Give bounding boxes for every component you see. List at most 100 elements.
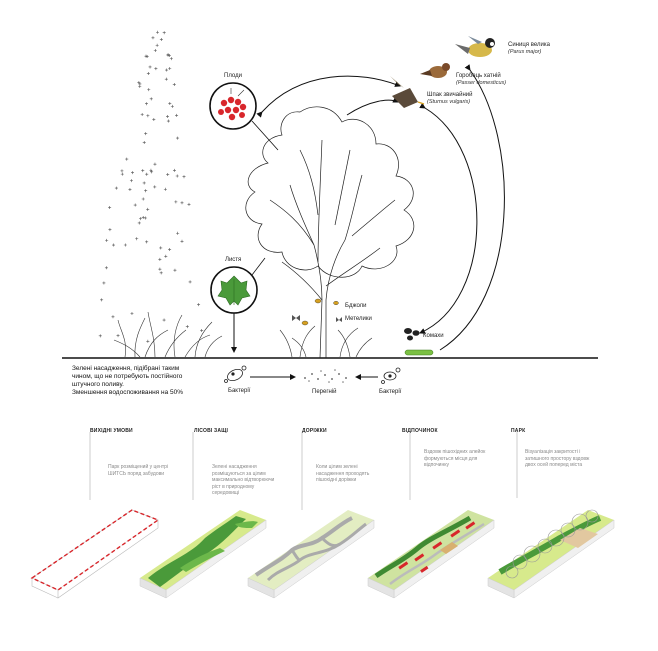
- seed-mark: [153, 49, 157, 53]
- seed-mark: [169, 57, 173, 61]
- seed-mark: [145, 172, 149, 176]
- fruits-label: Плоди: [224, 73, 242, 79]
- stage-4-rest-block: [367, 510, 495, 599]
- seed-mark: [151, 36, 155, 40]
- seed-mark: [153, 162, 157, 166]
- beetle-icons: [404, 328, 420, 341]
- stage-2-caption: ЛІСОВІ ЗАЩІ Зелені насадження розміщують…: [194, 428, 275, 496]
- seed-mark: [174, 200, 178, 204]
- seed-mark: [162, 31, 166, 35]
- seed-mark: [130, 312, 134, 316]
- seed-mark: [162, 318, 166, 322]
- seed-mark: [146, 207, 150, 211]
- seed-mark: [150, 170, 154, 174]
- seed-mark: [159, 246, 163, 250]
- seed-mark: [141, 197, 145, 201]
- seed-mark: [104, 266, 108, 270]
- bacteria-icon-left: [224, 365, 247, 383]
- bacteria-left-label: Бактерії: [228, 388, 251, 394]
- seed-mark: [159, 37, 163, 41]
- starling-bird: [390, 76, 425, 108]
- bacteria-right-label: Бактерії: [379, 389, 402, 395]
- seed-mark: [100, 298, 104, 302]
- stage-3-caption: ДОРІЖКИ Коли цілим зелені насадження про…: [302, 428, 370, 483]
- stages-illustration: [30, 432, 615, 599]
- seed-mark: [188, 280, 192, 284]
- seed-mark: [180, 201, 184, 205]
- seed-mark: [142, 141, 146, 145]
- seed-mark: [144, 189, 148, 193]
- seed-mark: [185, 325, 189, 329]
- seed-mark: [146, 72, 150, 76]
- ecosystem-diagram: [62, 30, 598, 384]
- seed-mark: [159, 271, 163, 275]
- seed-mark: [168, 247, 172, 251]
- seed-mark: [105, 238, 109, 242]
- bacteria-icon-right: [381, 367, 401, 384]
- seed-mark: [125, 157, 129, 161]
- seed-mark: [129, 179, 133, 183]
- seed-mark: [164, 77, 168, 81]
- seed-mark: [120, 169, 124, 173]
- butterfly-icons: [292, 315, 342, 322]
- bird-label-starling: Шпак звичайний (Sturnus vulgaris): [427, 92, 473, 105]
- seed-mark: [133, 203, 137, 207]
- seed-mark: [137, 81, 141, 85]
- seed-mark: [158, 257, 162, 261]
- stage-5-park-block: [487, 509, 615, 599]
- seed-mark: [131, 171, 135, 175]
- great-tit-bird: [455, 36, 495, 57]
- bee-icons: [301, 298, 339, 326]
- seed-mark: [145, 240, 149, 244]
- seed-mark: [102, 281, 106, 285]
- seed-mark: [142, 181, 146, 185]
- seed-mark: [148, 65, 152, 69]
- seed-mark: [166, 172, 170, 176]
- seed-mark: [197, 303, 201, 307]
- stage-1-caption: ВИХІДНІ УМОВИ Парк розміщений у центрі Ш…: [90, 428, 169, 477]
- seed-dispersal-pattern: [98, 30, 204, 343]
- seed-mark: [154, 67, 158, 71]
- seed-mark: [144, 102, 148, 106]
- leaves-label: Листя: [225, 257, 242, 263]
- stage-2-forest-block: [139, 510, 267, 599]
- grass-left: [113, 311, 223, 358]
- seed-mark: [163, 187, 167, 191]
- seed-mark: [135, 237, 139, 241]
- caterpillar-icon: [404, 349, 434, 356]
- seed-mark: [149, 97, 153, 101]
- seed-mark: [155, 30, 159, 34]
- seed-mark: [146, 114, 150, 118]
- seed-mark: [172, 168, 176, 172]
- seed-mark: [128, 188, 132, 192]
- seed-mark: [180, 239, 184, 243]
- seed-mark: [182, 175, 186, 179]
- seed-mark: [166, 119, 170, 123]
- seed-mark: [140, 112, 144, 116]
- seed-mark: [116, 334, 120, 338]
- seed-mark: [144, 132, 148, 136]
- seed-mark: [176, 136, 180, 140]
- seed-mark: [152, 117, 156, 121]
- seed-mark: [141, 215, 145, 219]
- seed-mark: [166, 115, 170, 119]
- bees-label: Бджоли: [345, 303, 367, 309]
- seed-mark: [168, 66, 172, 70]
- stage-3-paths-block: [247, 510, 375, 599]
- seed-mark: [164, 254, 168, 258]
- sparrow-bird: [420, 63, 450, 78]
- seed-mark: [175, 113, 179, 117]
- seed-mark: [187, 202, 191, 206]
- humus-label: Перегній: [312, 389, 337, 395]
- seed-mark: [170, 104, 174, 108]
- seed-mark: [137, 221, 141, 225]
- seed-mark: [200, 329, 204, 333]
- butterflies-label: Метелики: [345, 316, 372, 322]
- seed-mark: [138, 217, 142, 221]
- seed-mark: [141, 169, 145, 173]
- seed-mark: [120, 172, 124, 176]
- seed-mark: [146, 339, 150, 343]
- seed-mark: [98, 334, 102, 338]
- insects-label: Комахи: [423, 333, 444, 339]
- seed-mark: [173, 268, 177, 272]
